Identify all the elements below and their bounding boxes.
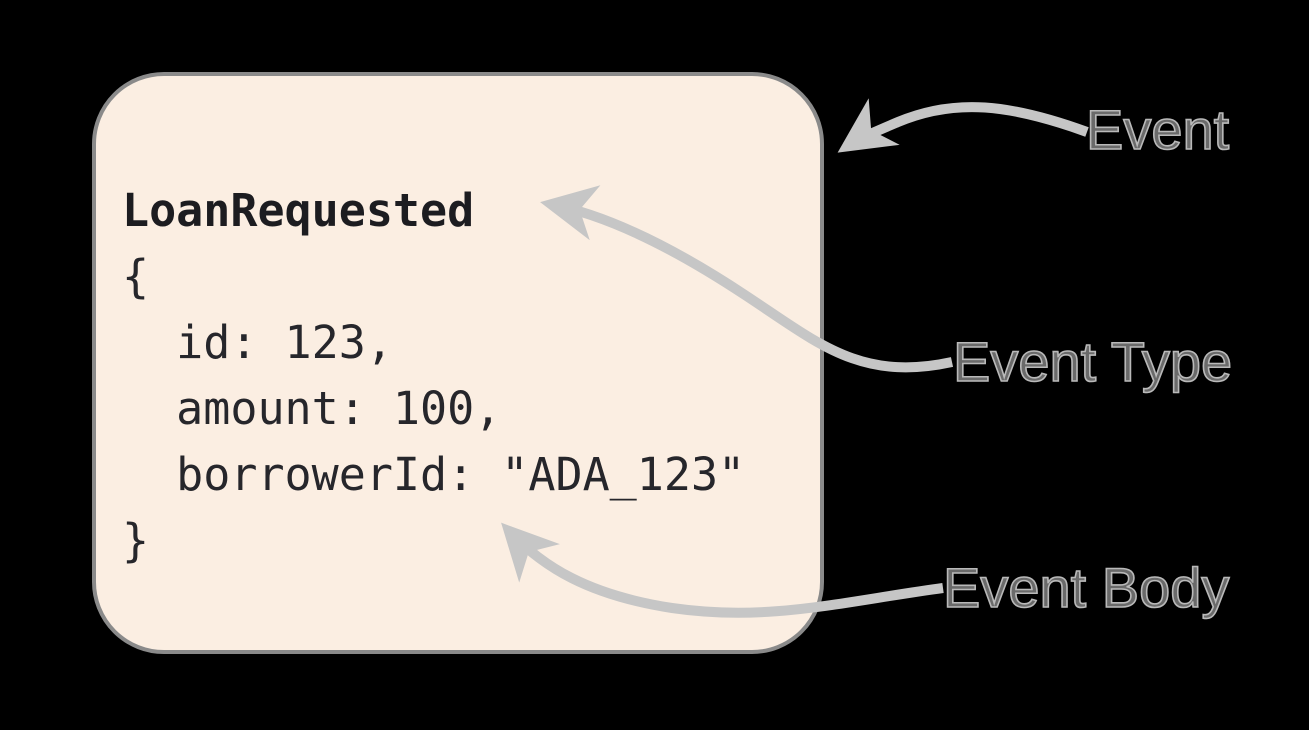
code-line-borrower-field: borrowerId: "ADA_123" [122,448,746,501]
code-line-amount-field: amount: 100, [122,382,502,435]
event-type-arrow [540,185,954,373]
event-arrow [837,98,1089,153]
code-line-event-type: LoanRequested [122,184,475,237]
event-card: LoanRequested { id: 123, amount: 100, bor… [92,72,824,654]
event-body-arrow [501,522,944,618]
code-line-open-brace: { [122,250,150,303]
code-line-id-field: id: 123, [122,316,393,369]
event-type-label: Event Type [952,330,1233,393]
event-body-label: Event Body [942,556,1230,619]
code-line-close-brace: } [122,514,150,567]
event-code-block: LoanRequested { id: 123, amount: 100, bor… [122,178,745,574]
event-label: Event [1085,98,1230,161]
